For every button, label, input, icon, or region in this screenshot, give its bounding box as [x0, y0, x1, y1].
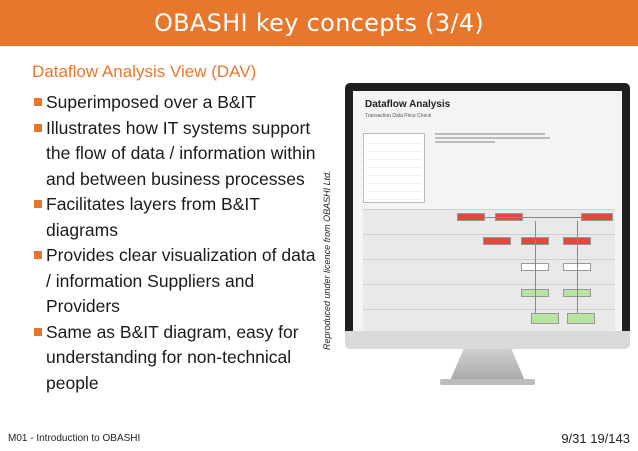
screen-info-box	[363, 133, 425, 203]
monitor-image: Dataflow Analysis Transaction Data Price…	[345, 83, 630, 393]
licence-credit: Reproduced under licence from OBASHI Ltd…	[322, 170, 332, 350]
screen-node	[531, 313, 559, 324]
bullet-square-icon	[34, 251, 42, 259]
screen-connector	[485, 217, 581, 218]
footer-course-label: M01 - Introduction to OBASHI	[8, 433, 141, 444]
screen-description	[435, 133, 555, 143]
monitor-screen: Dataflow Analysis Transaction Data Price…	[353, 91, 622, 333]
bullet-item: Superimposed over a B&IT	[34, 90, 324, 116]
screen-title: Dataflow Analysis	[365, 99, 451, 110]
screen-connector	[535, 221, 536, 313]
monitor-bezel: Dataflow Analysis Transaction Data Price…	[345, 83, 630, 341]
slide-subtitle: Dataflow Analysis View (DAV)	[32, 62, 257, 81]
monitor-stand	[450, 349, 525, 381]
screen-node	[483, 237, 511, 245]
screen-lane	[363, 209, 615, 234]
screen-node	[567, 313, 595, 324]
bullet-text: Facilitates layers from B&IT diagrams	[46, 194, 260, 240]
bullet-text: Provides clear visualization of data / i…	[46, 245, 316, 316]
monitor-base	[440, 379, 535, 385]
bullet-item: Same as B&IT diagram, easy for understan…	[34, 320, 324, 397]
bullet-text: Illustrates how IT systems support the f…	[46, 117, 316, 189]
bullet-square-icon	[34, 327, 42, 336]
bullet-list: Superimposed over a B&IT Illustrates how…	[34, 90, 324, 396]
screen-node	[581, 213, 613, 221]
bullet-item: Provides clear visualization of data / i…	[34, 243, 324, 320]
bullet-text: Same as B&IT diagram, easy for understan…	[46, 321, 299, 393]
monitor-chin	[345, 331, 630, 349]
screen-node	[457, 213, 485, 221]
bullet-square-icon	[34, 123, 42, 132]
slide-title: OBASHI key concepts (3/4)	[0, 0, 638, 46]
bullet-square-icon	[34, 200, 42, 208]
bullet-item: Illustrates how IT systems support the f…	[34, 116, 324, 193]
screen-connector	[577, 221, 578, 313]
bullet-item: Facilitates layers from B&IT diagrams	[34, 192, 324, 243]
bullet-square-icon	[34, 98, 42, 106]
screen-subtitle: Transaction Data Price Check	[365, 113, 432, 119]
bullet-text: Superimposed over a B&IT	[46, 92, 257, 112]
footer-page-number: 9/31 19/143	[561, 431, 630, 446]
